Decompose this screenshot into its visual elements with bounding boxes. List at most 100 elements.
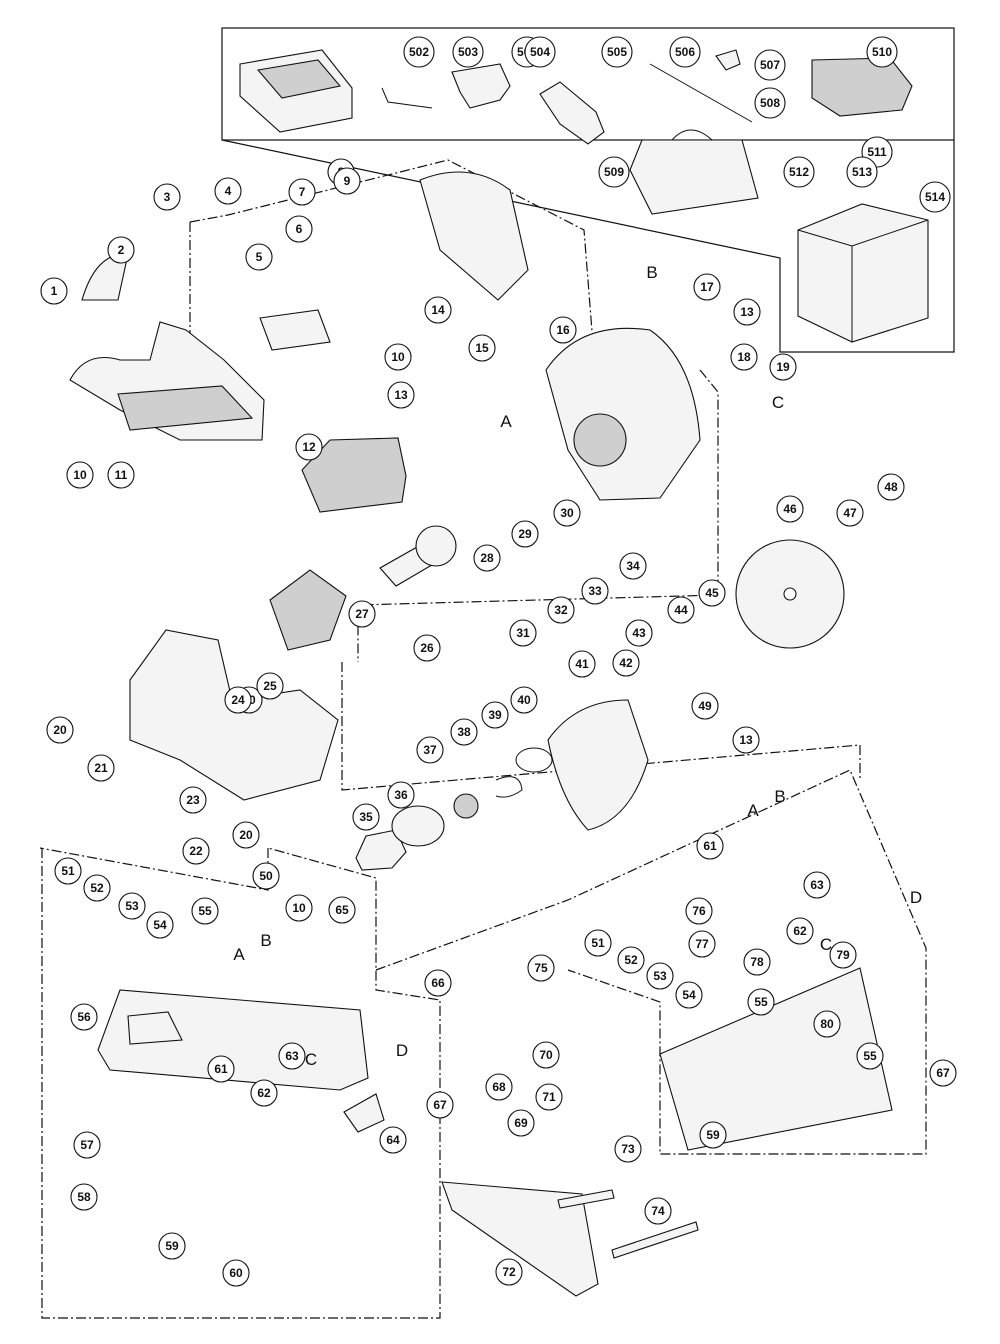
callout-66: 66 bbox=[424, 969, 452, 997]
callout-74: 74 bbox=[644, 1197, 672, 1225]
callout-21: 21 bbox=[87, 754, 115, 782]
callout-78: 78 bbox=[743, 948, 771, 976]
case-edge-shape bbox=[797, 219, 929, 342]
callout-52: 52 bbox=[617, 946, 645, 974]
callout-label: 7 bbox=[299, 185, 306, 199]
callout-circle bbox=[730, 343, 758, 371]
callout-55: 55 bbox=[856, 1042, 884, 1070]
callout-circle bbox=[424, 296, 452, 324]
callout-label: 63 bbox=[810, 878, 824, 892]
callout-circle bbox=[179, 786, 207, 814]
callout-514: 514 bbox=[919, 181, 951, 213]
callout-17: 17 bbox=[693, 273, 721, 301]
callout-label: 53 bbox=[653, 969, 667, 983]
callout-49: 49 bbox=[691, 692, 719, 720]
callout-52: 52 bbox=[83, 874, 111, 902]
left-bracket-shape bbox=[127, 1011, 183, 1045]
callout-circle bbox=[732, 726, 760, 754]
callout-19: 19 bbox=[769, 353, 797, 381]
callout-label: 55 bbox=[754, 995, 768, 1009]
callout-label: 514 bbox=[925, 190, 945, 204]
spindle-gear-shape bbox=[355, 829, 407, 871]
saw-blade-arbor-shape bbox=[783, 587, 797, 601]
callout-label: 61 bbox=[703, 839, 717, 853]
accessory-parts bbox=[239, 49, 929, 343]
callout-circle bbox=[553, 499, 581, 527]
callout-18: 18 bbox=[730, 343, 758, 371]
callout-circle bbox=[146, 911, 174, 939]
callout-label: 20 bbox=[53, 723, 67, 737]
callout-circle bbox=[532, 1041, 560, 1069]
callout-23: 23 bbox=[179, 786, 207, 814]
bracket-shape bbox=[451, 63, 511, 109]
callout-80: 80 bbox=[813, 1010, 841, 1038]
callout-circle bbox=[698, 579, 726, 607]
callout-label: 20 bbox=[239, 828, 253, 842]
stator-shape bbox=[269, 569, 347, 651]
callout-circle bbox=[929, 1059, 957, 1087]
callout-53: 53 bbox=[118, 892, 146, 920]
callout-33: 33 bbox=[581, 577, 609, 605]
callout-20: 20 bbox=[46, 716, 74, 744]
callout-circle bbox=[232, 821, 260, 849]
callout-45: 45 bbox=[698, 579, 726, 607]
callout-46: 46 bbox=[776, 495, 804, 523]
callout-label: 36 bbox=[394, 788, 408, 802]
callout-72: 72 bbox=[495, 1258, 523, 1286]
callout-label: 68 bbox=[492, 1080, 506, 1094]
callout-circle bbox=[667, 596, 695, 624]
callout-48: 48 bbox=[877, 473, 905, 501]
callout-circle bbox=[485, 1073, 513, 1101]
callout-circle bbox=[754, 87, 786, 119]
callout-circle bbox=[803, 871, 831, 899]
callout-label: 71 bbox=[542, 1090, 556, 1104]
callout-label: 62 bbox=[257, 1086, 271, 1100]
callout-label: 61 bbox=[214, 1062, 228, 1076]
callout-circle bbox=[83, 874, 111, 902]
callout-label: 508 bbox=[760, 96, 780, 110]
callout-circle bbox=[224, 686, 252, 714]
case-insert-shape bbox=[811, 57, 913, 117]
callout-54: 54 bbox=[146, 911, 174, 939]
callout-label: 30 bbox=[560, 506, 574, 520]
callout-507: 507 bbox=[754, 49, 786, 81]
callout-label: 66 bbox=[431, 976, 445, 990]
callout-34: 34 bbox=[619, 552, 647, 580]
callout-circle bbox=[688, 930, 716, 958]
callout-circle bbox=[214, 177, 242, 205]
dust-nozzle-shape bbox=[539, 81, 605, 145]
callout-510: 510 bbox=[866, 36, 898, 68]
callout-circle bbox=[619, 552, 647, 580]
callout-label: 510 bbox=[872, 45, 892, 59]
strip-a-shape bbox=[557, 1189, 615, 1209]
callout-label: 59 bbox=[706, 1128, 720, 1142]
callout-14: 14 bbox=[424, 296, 452, 324]
callout-26: 26 bbox=[413, 634, 441, 662]
callout-2: 2 bbox=[107, 236, 135, 264]
callout-circle bbox=[328, 896, 356, 924]
callout-label: 46 bbox=[783, 502, 797, 516]
callout-label: 65 bbox=[335, 903, 349, 917]
callout-label: 511 bbox=[867, 145, 887, 159]
callout-63: 63 bbox=[803, 871, 831, 899]
callout-label: 34 bbox=[626, 559, 640, 573]
callout-label: 13 bbox=[740, 305, 754, 319]
callout-circle bbox=[70, 1003, 98, 1031]
callout-label: 26 bbox=[420, 641, 434, 655]
callout-68: 68 bbox=[485, 1073, 513, 1101]
callout-67: 67 bbox=[929, 1059, 957, 1087]
callout-4: 4 bbox=[214, 177, 242, 205]
callout-29: 29 bbox=[511, 520, 539, 548]
callout-503: 503 bbox=[452, 36, 484, 68]
callout-circle bbox=[252, 862, 280, 890]
callout-circle bbox=[856, 1042, 884, 1070]
callout-label: 53 bbox=[125, 899, 139, 913]
callout-circle bbox=[693, 273, 721, 301]
callout-label: 23 bbox=[186, 793, 200, 807]
callout-circle bbox=[352, 803, 380, 831]
callout-circle bbox=[581, 577, 609, 605]
callout-label: 28 bbox=[480, 551, 494, 565]
callout-circle bbox=[403, 36, 435, 68]
callout-label: 74 bbox=[651, 1204, 665, 1218]
